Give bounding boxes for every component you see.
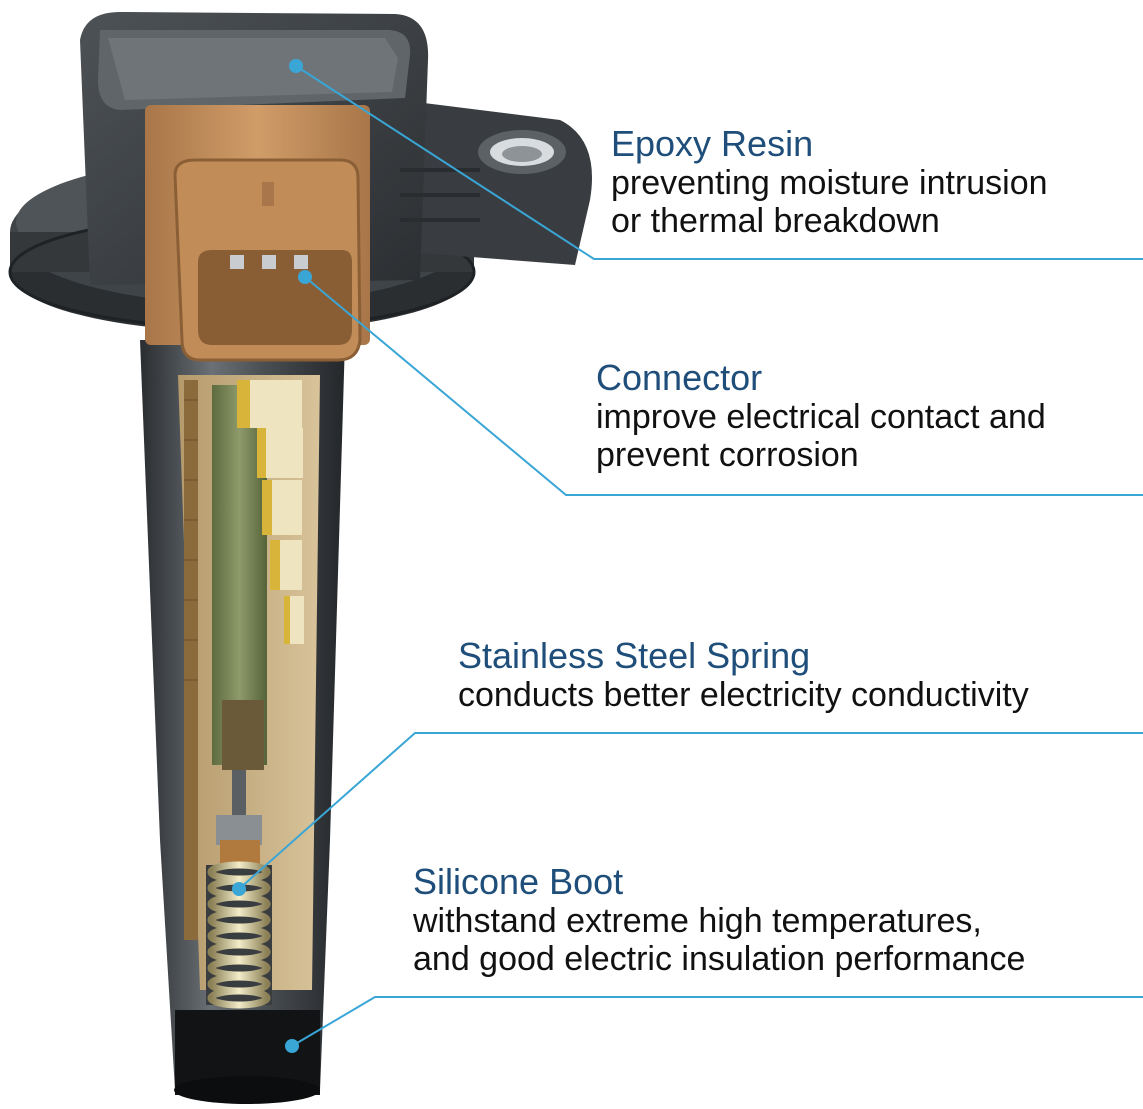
callout-description: withstand extreme high temperatures,	[413, 902, 982, 940]
leader-line-epoxy	[295, 65, 1143, 260]
callout-description: prevent corrosion	[596, 436, 859, 474]
leader-dot-epoxy	[289, 59, 303, 73]
cutaway-interior	[178, 375, 320, 990]
callout-title: Epoxy Resin	[611, 123, 814, 164]
callout-title: Connector	[596, 357, 763, 398]
leader-lines	[238, 65, 1143, 1047]
callout-stainless-steel-spring: Stainless Steel Spring conducts better e…	[458, 635, 1029, 715]
callout-title: Silicone Boot	[413, 861, 624, 902]
leader-line-connector	[304, 276, 1143, 496]
leader-dots	[232, 59, 312, 1053]
callout-description: and good electric insulation performance	[413, 940, 1026, 978]
connector-plug	[145, 105, 370, 362]
callout-description: conducts better electricity conductivity	[458, 676, 1029, 714]
callout-silicone-boot: Silicone Boot withstand extreme high tem…	[413, 861, 1026, 979]
leader-dot-connector	[298, 270, 312, 284]
leader-dot-boot	[285, 1039, 299, 1053]
callout-description: improve electrical contact and	[596, 398, 1046, 436]
callout-description: or thermal breakdown	[611, 202, 940, 240]
leader-line-spring	[238, 732, 1143, 890]
callout-connector: Connector improve electrical contact and…	[596, 357, 1046, 475]
callout-description: preventing moisture intrusion	[611, 164, 1048, 202]
callout-title: Stainless Steel Spring	[458, 635, 811, 676]
leader-line-boot	[291, 996, 1143, 1047]
leader-dot-spring	[232, 882, 246, 896]
spring	[206, 861, 272, 1009]
callout-epoxy-resin: Epoxy Resin preventing moisture intrusio…	[611, 123, 1048, 241]
